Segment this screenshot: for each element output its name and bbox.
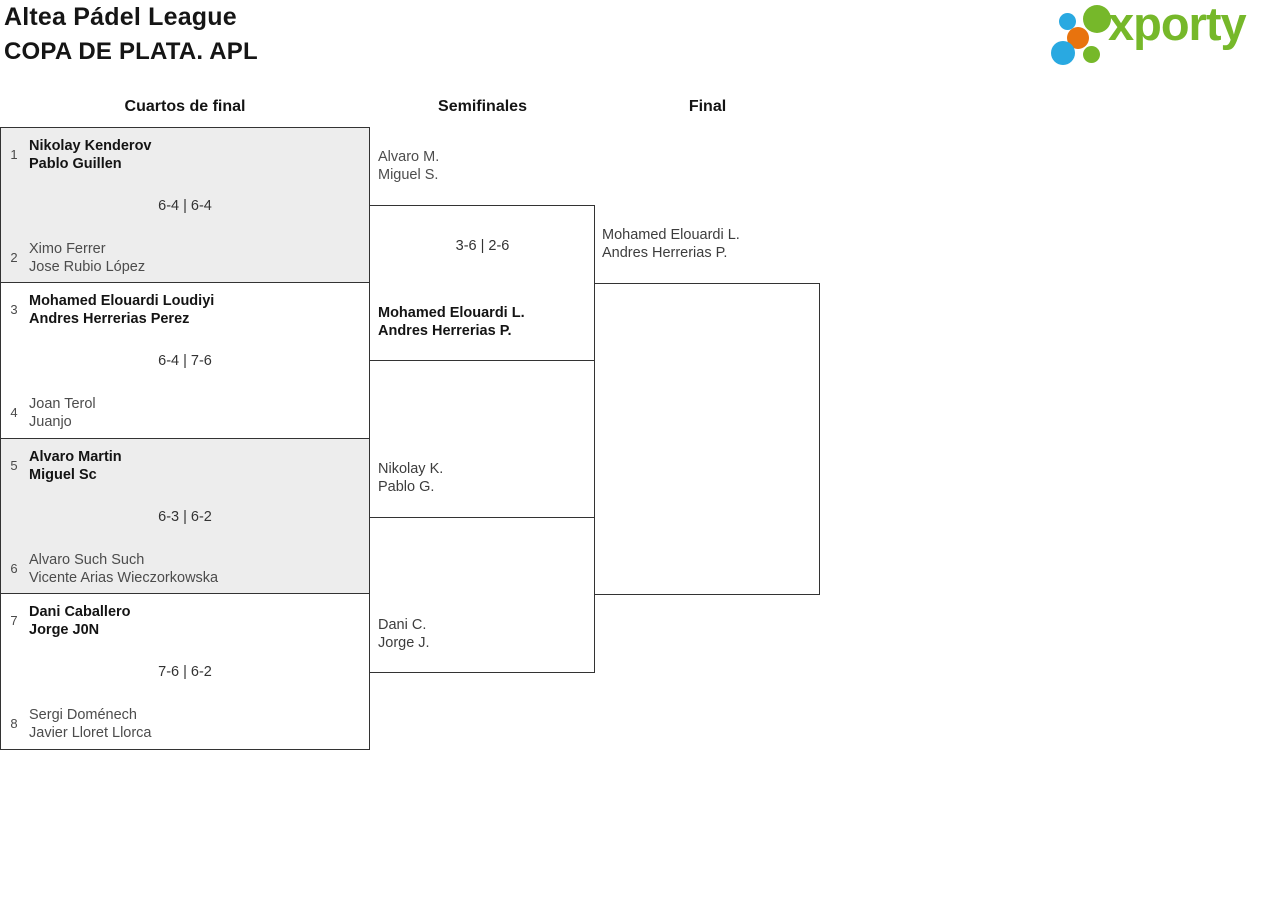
player-name: Mohamed Elouardi L. [602, 227, 740, 243]
round-header-quarterfinals: Cuartos de final [124, 98, 246, 115]
logo-dot-orange-icon [1067, 27, 1089, 49]
sf2-team-a: Nikolay K. Pablo G. [378, 460, 443, 496]
player-name: Vicente Arias Wieczorkowska [29, 569, 219, 586]
match-score: 6-3 | 6-2 [158, 508, 212, 525]
player-name: Jorge J. [378, 635, 430, 651]
logo-dot-green-small-icon [1083, 46, 1100, 63]
player-name: Mohamed Elouardi Loudiyi [29, 293, 215, 310]
team-pair: Nikolay Kenderov Pablo Guillen [29, 137, 152, 173]
team-pair: Sergi Doménech Javier Lloret Llorca [29, 706, 152, 742]
tournament-title: Altea Pádel League [4, 3, 237, 31]
player-name: Jorge J0N [29, 621, 100, 638]
match-score: 7-6 | 6-2 [158, 663, 212, 680]
seed-number: 6 [10, 560, 18, 576]
player-name: Nikolay K. [378, 461, 444, 477]
sf1-team-b: Mohamed Elouardi L. Andres Herrerias P. [378, 304, 525, 340]
round-header-semifinals: Semifinales [438, 98, 527, 115]
logo-dot-green-big-icon [1083, 5, 1111, 33]
final-team-a: Mohamed Elouardi L. Andres Herrerias P. [602, 226, 740, 262]
player-name: Javier Lloret Llorca [29, 724, 152, 741]
team-pair: Alvaro Martin Miguel Sc [29, 448, 122, 484]
player-name: Juanjo [29, 414, 72, 431]
seed-number: 5 [10, 457, 18, 473]
seed-number: 7 [10, 612, 18, 628]
team-pair: Joan Terol Juanjo [29, 395, 96, 431]
final-match[interactable] [594, 283, 820, 595]
seed-number: 4 [10, 405, 18, 421]
quarterfinals-column: 1 Nikolay Kenderov Pablo Guillen 6-4 | 6… [0, 127, 370, 750]
semifinal-match-1[interactable] [369, 205, 595, 361]
semifinal-match-2[interactable] [369, 517, 595, 673]
seed-number: 2 [10, 250, 18, 265]
sf1-team-a: Alvaro M. Miguel S. [378, 148, 439, 184]
team-pair: Dani Caballero Jorge J0N [29, 603, 131, 639]
seed-number: 1 [10, 147, 18, 162]
quarterfinal-match-4[interactable]: 7 Dani Caballero Jorge J0N 7-6 | 6-2 8 S… [1, 593, 369, 749]
team-pair: Alvaro Such Such Vicente Arias Wieczorko… [29, 551, 218, 587]
player-name: Alvaro Martin [29, 448, 122, 465]
player-name: Joan Terol [29, 396, 96, 413]
logo-wordmark: xporty [1108, 0, 1247, 50]
logo-dot-blue-big-icon [1051, 41, 1075, 65]
match-score: 6-4 | 6-4 [158, 198, 212, 214]
sf2-team-b: Dani C. Jorge J. [378, 616, 430, 652]
player-name: Andres Herrerias P. [602, 245, 728, 261]
player-name: Nikolay Kenderov [29, 138, 152, 154]
player-name: Alvaro Such Such [29, 551, 145, 568]
player-name: Andres Herrerias P. [378, 323, 512, 339]
sf1-score: 3-6 | 2-6 [455, 238, 510, 254]
player-name: Alvaro M. [378, 149, 440, 165]
player-name: Dani Caballero [29, 603, 131, 620]
quarterfinal-match-3[interactable]: 5 Alvaro Martin Miguel Sc 6-3 | 6-2 6 Al… [1, 438, 369, 594]
logo-dot-blue-small-icon [1059, 13, 1076, 30]
player-name: Dani C. [378, 617, 427, 633]
xporty-logo[interactable]: xporty [1046, 0, 1274, 76]
player-name: Pablo G. [378, 479, 435, 495]
player-name: Miguel S. [378, 167, 439, 183]
player-name: Andres Herrerias Perez [29, 311, 190, 328]
player-name: Jose Rubio López [29, 259, 146, 275]
player-name: Ximo Ferrer [29, 241, 106, 257]
seed-number: 3 [10, 302, 18, 318]
quarterfinal-match-2[interactable]: 3 Mohamed Elouardi Loudiyi Andres Herrer… [1, 283, 369, 439]
player-name: Sergi Doménech [29, 706, 137, 723]
match-score: 6-4 | 7-6 [158, 353, 212, 370]
player-name: Mohamed Elouardi L. [378, 305, 525, 321]
seed-number: 8 [10, 715, 18, 731]
player-name: Pablo Guillen [29, 156, 122, 172]
quarterfinal-match-1[interactable]: 1 Nikolay Kenderov Pablo Guillen 6-4 | 6… [1, 128, 369, 284]
competition-subtitle: COPA DE PLATA. APL [4, 38, 258, 65]
player-name: Miguel Sc [29, 466, 97, 483]
round-header-final: Final [688, 98, 727, 115]
team-pair: Ximo Ferrer Jose Rubio López [29, 240, 145, 276]
team-pair: Mohamed Elouardi Loudiyi Andres Herreria… [29, 292, 214, 328]
